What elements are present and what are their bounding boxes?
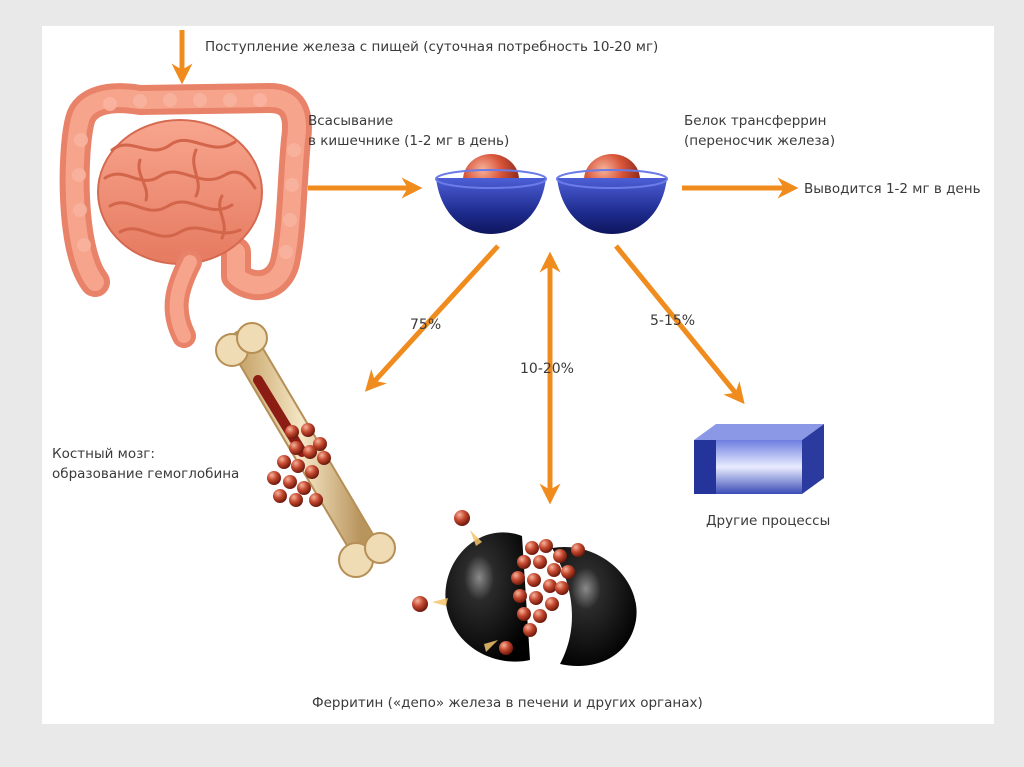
bone-marrow-arrow bbox=[364, 244, 500, 392]
bone-marrow-label-line2: образование гемоглобина bbox=[52, 466, 240, 482]
pct-ferritin: 10-20% bbox=[520, 361, 574, 377]
transferrin-label-line1: Белок трансферрин bbox=[684, 113, 827, 129]
ferritin-label: Ферритин («депо» железа в печени и други… bbox=[312, 695, 703, 711]
intestine-icon bbox=[59, 83, 312, 348]
other-processes-label: Другие процессы bbox=[706, 513, 831, 529]
pct-bone-marrow: 75% bbox=[410, 317, 442, 333]
ferritin-icon bbox=[412, 510, 637, 667]
bone-icon bbox=[215, 322, 396, 578]
excreted-label: Выводится 1-2 мг в день bbox=[804, 181, 981, 197]
other-processes-arrow bbox=[614, 244, 745, 405]
box-icon bbox=[694, 424, 824, 494]
pct-other: 5-15% bbox=[650, 313, 696, 329]
flow-arrows bbox=[171, 30, 799, 505]
bone-marrow-label-line1: Костный мозг: bbox=[52, 446, 155, 462]
transferrin-label-line2: (переносчик железа) bbox=[684, 133, 836, 149]
intake-label: Поступление железа с пищей (суточная пот… bbox=[205, 39, 659, 55]
transferrin-icon bbox=[435, 154, 668, 234]
transferrin-left bbox=[435, 154, 547, 234]
absorption-label-line1: Всасывание bbox=[308, 113, 394, 129]
absorption-label-line2: в кишечнике (1-2 мг в день) bbox=[308, 133, 510, 149]
transferrin-right bbox=[556, 154, 668, 234]
